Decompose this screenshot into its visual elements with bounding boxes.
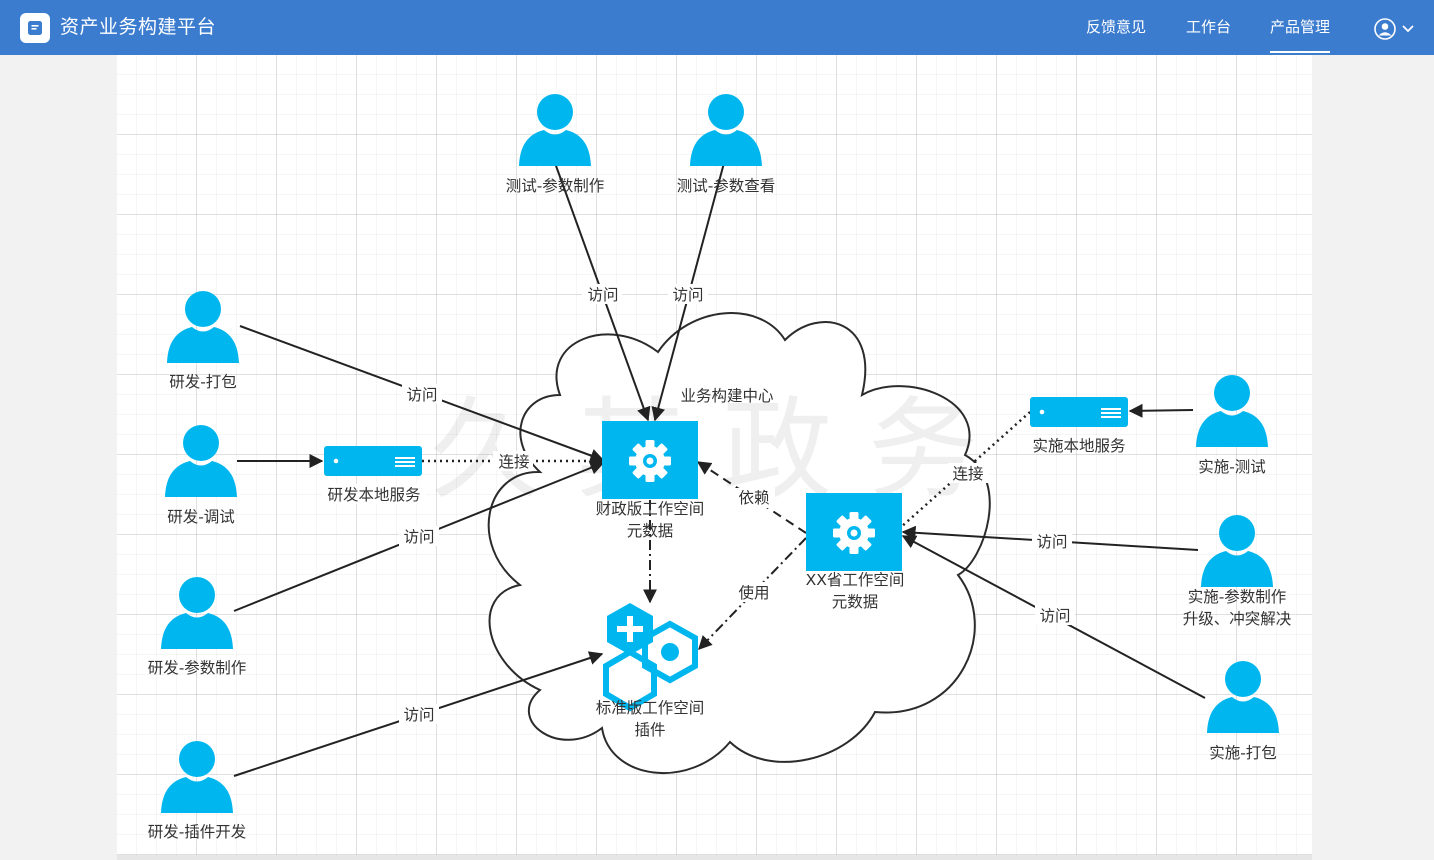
person-icon (161, 741, 233, 813)
edge-label: 连接 (498, 453, 529, 471)
component-province-workspace[interactable]: XX省工作空间 元数据 (806, 493, 905, 611)
person-dev-pack[interactable]: 研发-打包 (167, 291, 239, 391)
edge-label: 依赖 (738, 489, 769, 507)
server-label: 实施本地服务 (1032, 437, 1125, 455)
edge-label: 使用 (738, 584, 769, 602)
person-label: 研发-调试 (167, 508, 235, 526)
person-icon (167, 291, 239, 363)
component-label: XX省工作空间 (806, 571, 905, 589)
person-dev-param-make[interactable]: 研发-参数制作 (148, 577, 247, 677)
edge-label: 访问 (403, 706, 434, 724)
server-dev-local[interactable]: 研发本地服务 (322, 446, 426, 504)
component-label-line2: 插件 (634, 721, 665, 739)
edge-labels: 访问 访问 访问 连接 访问 访问 依赖 使用 连接 访问 访问 (399, 284, 1075, 724)
edge-impl-test-server[interactable] (1128, 403, 1194, 418)
server-icon (1030, 397, 1128, 427)
nav-product-management[interactable]: 产品管理 (1270, 18, 1331, 53)
cloud-label: 业务构建中心 (680, 387, 773, 405)
chevron-down-icon (1402, 25, 1414, 33)
component-label-line2: 元数据 (832, 593, 879, 611)
person-label-line2: 升级、冲突解决 (1183, 610, 1292, 628)
server-icon (324, 446, 422, 476)
person-label: 实施-测试 (1198, 458, 1266, 476)
component-finance-workspace[interactable]: 财政版工作空间 元数据 (596, 421, 705, 540)
component-label: 标准版工作空间 (596, 699, 705, 717)
person-label: 实施-参数制作 (1188, 588, 1287, 606)
server-label: 研发本地服务 (327, 486, 420, 504)
gear-icon (602, 421, 698, 499)
person-icon (690, 94, 762, 166)
component-standard-workspace[interactable]: 标准版工作空间 插件 (596, 603, 705, 739)
component-label-line2: 元数据 (627, 522, 674, 540)
edge-label: 访问 (587, 286, 618, 304)
canvas-scrollbar[interactable] (117, 855, 1312, 860)
edge-label: 访问 (403, 528, 434, 546)
person-dev-debug[interactable]: 研发-调试 (165, 425, 237, 526)
component-label: 财政版工作空间 (596, 500, 705, 518)
person-label: 实施-打包 (1209, 744, 1277, 762)
person-dev-plugin[interactable]: 研发-插件开发 (148, 741, 247, 841)
edge-province-use-standard[interactable] (698, 537, 807, 651)
edge-label: 连接 (952, 465, 983, 483)
person-icon (519, 94, 591, 166)
person-icon (1207, 661, 1279, 733)
person-label: 研发-参数制作 (148, 659, 247, 677)
watermark-text: 久其政务 (430, 386, 1014, 514)
plugin-hexagon-icon (603, 603, 698, 712)
person-icon (165, 425, 237, 497)
person-label: 测试-参数查看 (677, 177, 776, 195)
person-icon (161, 577, 233, 649)
nav-workbench[interactable]: 工作台 (1186, 18, 1232, 36)
app-title: 资产业务构建平台 (60, 16, 217, 38)
edge-label: 访问 (672, 286, 703, 304)
edge-label: 访问 (1039, 607, 1070, 625)
person-impl-param[interactable]: 实施-参数制作 升级、冲突解决 (1183, 515, 1292, 628)
person-label: 测试-参数制作 (506, 177, 605, 195)
user-avatar-icon (1374, 18, 1396, 40)
nav-feedback[interactable]: 反馈意见 (1086, 18, 1147, 36)
edge-label: 访问 (406, 386, 437, 404)
person-icon (1196, 375, 1268, 447)
app-logo-icon[interactable] (20, 13, 50, 43)
edge-impl-server-province[interactable] (899, 411, 1031, 529)
person-label: 研发-插件开发 (148, 823, 247, 841)
person-test-param-view[interactable]: 测试-参数查看 (677, 94, 776, 195)
person-impl-test[interactable]: 实施-测试 (1196, 375, 1268, 476)
gear-icon (806, 493, 902, 571)
person-label: 研发-打包 (169, 373, 237, 391)
server-impl-local[interactable]: 实施本地服务 (1030, 397, 1128, 455)
user-menu[interactable] (1374, 17, 1420, 41)
person-impl-pack[interactable]: 实施-打包 (1207, 661, 1279, 762)
edge-label: 访问 (1036, 533, 1067, 551)
person-test-param-make[interactable]: 测试-参数制作 (506, 94, 605, 195)
top-bar: 资产业务构建平台 反馈意见 工作台 产品管理 (0, 0, 1434, 55)
person-icon (1201, 515, 1273, 587)
